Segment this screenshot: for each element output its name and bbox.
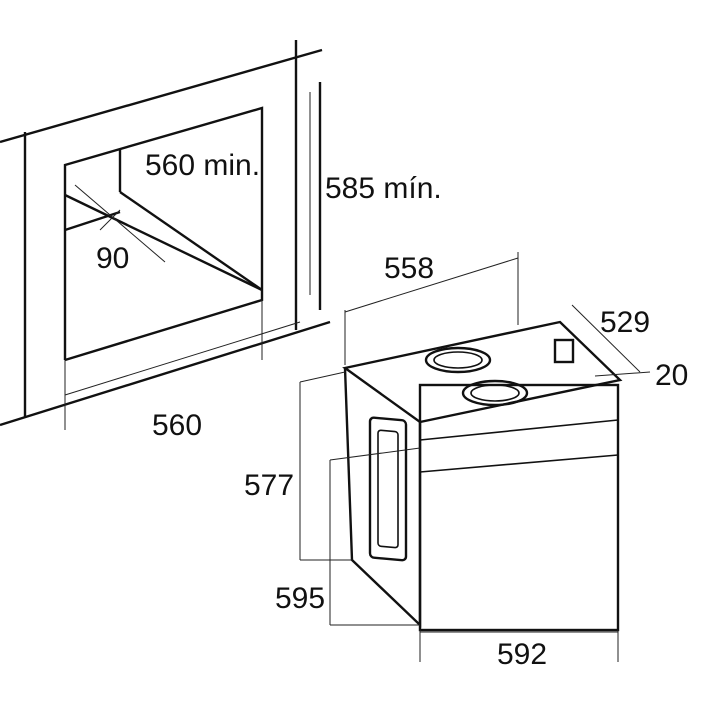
cabinet-height-min-label: 585 mín. xyxy=(325,172,442,205)
oven-front-width-label: 592 xyxy=(497,638,547,671)
cabinet-depth-min-label: 560 min. xyxy=(145,149,260,182)
cabinet-niche-drawing xyxy=(0,40,331,430)
oven-drawing xyxy=(299,252,651,662)
oven-door-thickness-label: 20 xyxy=(655,359,688,392)
ventilation-gap-label: 90 xyxy=(96,242,129,275)
oven-front-height-label: 595 xyxy=(275,582,325,615)
oven-top-width-label: 558 xyxy=(384,252,434,285)
cabinet-width-label: 560 xyxy=(152,409,202,442)
oven-body-height-label: 577 xyxy=(244,469,294,502)
oven-depth-label: 529 xyxy=(600,306,650,339)
